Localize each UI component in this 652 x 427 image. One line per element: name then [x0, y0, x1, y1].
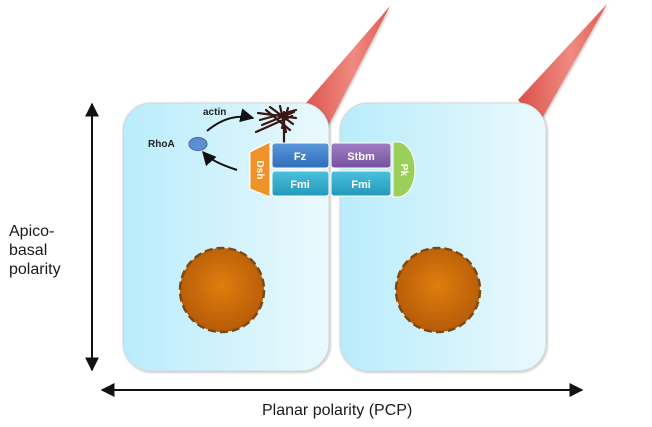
fz-shape: [271, 142, 330, 169]
actin-bundle: [254, 104, 298, 147]
dsh-to-rhoa-arrow: [202, 150, 238, 171]
cilium-left: [300, 6, 390, 138]
fmi-left-shape: [271, 170, 330, 197]
dsh-label: Dsh: [254, 161, 265, 180]
cell-left: [122, 102, 330, 372]
apicobasal-label: Apico- basal polarity: [9, 222, 61, 279]
apicobasal-line-2: basal: [9, 242, 48, 259]
apicobasal-line-1: Apico-: [9, 223, 55, 240]
dsh-shape: [249, 141, 271, 198]
actin-label: actin: [203, 107, 227, 118]
rhoa-to-actin-arrow: [206, 108, 255, 132]
rhoa-label: RhoA: [148, 139, 175, 150]
nucleus-left: [178, 246, 266, 334]
fz-label: Fz: [294, 151, 307, 163]
nucleus-right: [394, 246, 482, 334]
apicobasal-line-3: polarity: [9, 261, 61, 278]
cell-right: [339, 102, 547, 372]
stbm-label: Stbm: [347, 151, 375, 163]
fmi-right-shape: [330, 170, 392, 197]
stbm-shape: [330, 142, 392, 169]
pk-shape: [392, 141, 416, 198]
cilium-right: [518, 4, 607, 122]
pk-label: Pk: [398, 164, 409, 177]
planar-label: Planar polarity (PCP): [262, 402, 413, 419]
fmi-right-label: Fmi: [351, 179, 371, 191]
fmi-left-label: Fmi: [290, 179, 310, 191]
rhoa-blob: [188, 137, 208, 151]
